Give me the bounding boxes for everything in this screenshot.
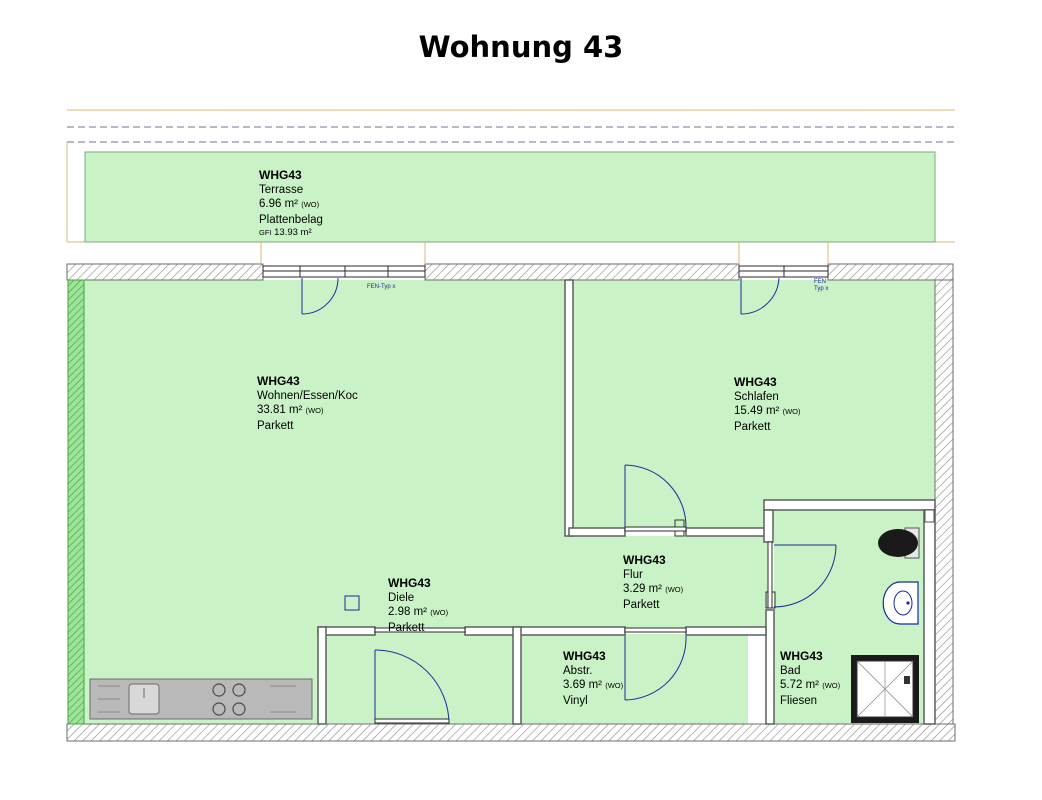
room-area: 2.98 m²	[388, 606, 427, 618]
window-tag: FEN-Typ x	[367, 284, 396, 290]
room-code: WHG43	[734, 375, 777, 389]
area-tag: (WO)	[430, 608, 449, 617]
room-floor: Parkett	[257, 419, 294, 432]
room-label-wohnen: WHG43 Wohnen/Essen/Koc 33.81 m² (WO) Par…	[257, 374, 358, 433]
room-label-terrasse: WHG43 Terrasse 6.96 m² (WO) Plattenbelag…	[259, 168, 323, 238]
room-label-flur: WHG43 Flur 3.29 m² (WO) Parkett	[623, 553, 683, 612]
door-frames	[374, 526, 773, 724]
gfi-area: 13.93 m²	[274, 227, 312, 238]
shower	[851, 655, 919, 723]
room-code: WHG43	[259, 168, 302, 182]
room-floor: Parkett	[734, 420, 771, 433]
room-area: 3.29 m²	[623, 583, 662, 595]
partitions	[317, 279, 936, 725]
room-area: 6.96 m²	[259, 198, 298, 210]
room-label-abstr: WHG43 Abstr. 3.69 m² (WO) Vinyl	[563, 649, 623, 708]
room-code: WHG43	[257, 374, 300, 388]
room-floor: Fliesen	[780, 694, 818, 707]
room-code: WHG43	[623, 553, 666, 567]
washbasin	[882, 581, 919, 625]
window-tag: Typ x	[814, 286, 829, 292]
window-tag: FEN	[814, 279, 826, 285]
room-floor: Parkett	[623, 598, 660, 611]
room-code: WHG43	[563, 649, 606, 663]
wall-left	[67, 279, 85, 725]
room-diele	[330, 634, 513, 724]
page-title: Wohnung 43	[418, 30, 624, 64]
room-floor: Vinyl	[563, 694, 588, 707]
room-schlafen	[573, 280, 935, 530]
room-abstr	[519, 634, 748, 724]
walls	[66, 263, 956, 742]
room-name: Abstr.	[563, 664, 593, 677]
area-tag: (WO)	[665, 585, 684, 594]
room-terrasse	[84, 151, 936, 243]
room-floor: Parkett	[388, 621, 425, 634]
room-code: WHG43	[780, 649, 823, 663]
room-code: WHG43	[388, 576, 431, 590]
bath-outlet	[924, 509, 935, 523]
room-name: Terrasse	[259, 183, 304, 196]
room-name: Wohnen/Essen/Koc	[257, 389, 358, 402]
room-floor: Plattenbelag	[259, 213, 323, 226]
room-label-bad: WHG43 Bad 5.72 m² (WO) Fliesen	[780, 649, 840, 708]
room-label-diele: WHG43 Diele 2.98 m² (WO) Parkett	[388, 576, 448, 635]
kitchen-sink	[128, 683, 160, 715]
toilet	[878, 527, 920, 559]
distribution-box	[344, 595, 360, 611]
room-name: Schlafen	[734, 390, 779, 403]
room-name: Diele	[388, 591, 415, 604]
room-area: 5.72 m²	[780, 679, 819, 691]
area-tag: (WO)	[822, 681, 841, 690]
area-tag: (WO)	[605, 681, 624, 690]
room-label-schlafen: WHG43 Schlafen 15.49 m² (WO) Parkett	[734, 375, 801, 434]
area-tag: (WO)	[301, 200, 320, 209]
room-flur	[569, 536, 769, 628]
room-area: 3.69 m²	[563, 679, 602, 691]
room-name: Flur	[623, 568, 643, 581]
room-name: Bad	[780, 664, 801, 677]
gfi-label: GFI	[259, 228, 272, 237]
room-area: 15.49 m²	[734, 405, 780, 417]
kitchen-counter	[89, 678, 313, 720]
room-area: 33.81 m²	[257, 404, 303, 416]
cooktop	[212, 683, 246, 716]
area-tag: (WO)	[305, 406, 324, 415]
door-swings	[301, 277, 837, 725]
windows	[260, 242, 829, 278]
area-tag: (WO)	[782, 407, 801, 416]
